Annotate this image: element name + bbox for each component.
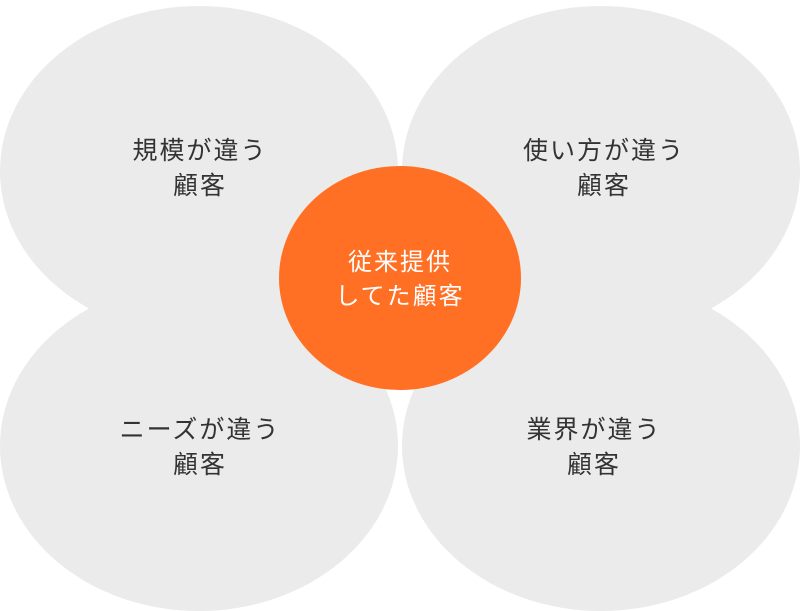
label-needs-different: ニーズが違う 顧客 [80, 412, 320, 482]
center-label-line1: 従来提供 [348, 248, 452, 276]
label-usage-different-line2: 顧客 [576, 171, 631, 200]
label-needs-different-line2: 顧客 [172, 450, 227, 479]
center-label: 従来提供 してた顧客 [279, 245, 521, 313]
center-label-line2: してた顧客 [335, 282, 465, 310]
label-industry-different-line2: 顧客 [566, 450, 621, 479]
label-industry-different: 業界が違う 顧客 [474, 412, 714, 482]
label-scale-different-line2: 顧客 [172, 171, 227, 200]
label-needs-different-line1: ニーズが違う [119, 415, 281, 444]
label-scale-different: 規模が違う 顧客 [80, 133, 320, 203]
label-usage-different-line1: 使い方が違う [522, 136, 685, 165]
label-industry-different-line1: 業界が違う [526, 415, 662, 444]
label-scale-different-line1: 規模が違う [132, 136, 268, 165]
center-circle-existing-customers [279, 166, 521, 390]
label-usage-different: 使い方が違う 顧客 [484, 133, 724, 203]
